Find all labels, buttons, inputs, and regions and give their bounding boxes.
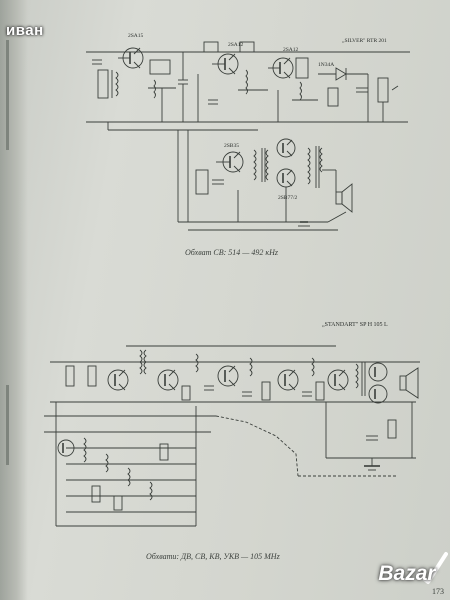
component-label: 2SB35 xyxy=(224,143,239,149)
top-circuit-schematic xyxy=(78,30,418,240)
checkmark-swoosh-icon xyxy=(416,552,448,584)
facing-page-edge xyxy=(6,385,9,465)
top-schematic-title: „SILVER" RTR 201 xyxy=(342,38,387,44)
top-schematic-caption: Обхват СВ: 514 — 492 кHz xyxy=(185,248,279,257)
bottom-schematic-title: „STANDART" SP H 105 L xyxy=(322,322,388,328)
component-label: 1N34A xyxy=(318,62,335,68)
page-gutter-shadow xyxy=(0,0,28,600)
brand-logo: Bazar xyxy=(368,548,448,596)
page-number: 173 xyxy=(432,587,444,596)
component-label: 2SA12 xyxy=(283,47,299,53)
bottom-circuit-schematic xyxy=(36,336,428,536)
bottom-schematic-caption: Обхвати: ДВ, СВ, КВ, УКВ — 105 МHz xyxy=(146,552,280,561)
brand-name: Bazar xyxy=(378,562,436,585)
component-label: 2SB77/2 xyxy=(278,195,298,201)
component-label: 2SA15 xyxy=(128,33,144,39)
facing-page-edge xyxy=(6,40,9,150)
component-label: 2SA12 xyxy=(228,42,244,48)
watermark-text: иван xyxy=(6,22,44,39)
